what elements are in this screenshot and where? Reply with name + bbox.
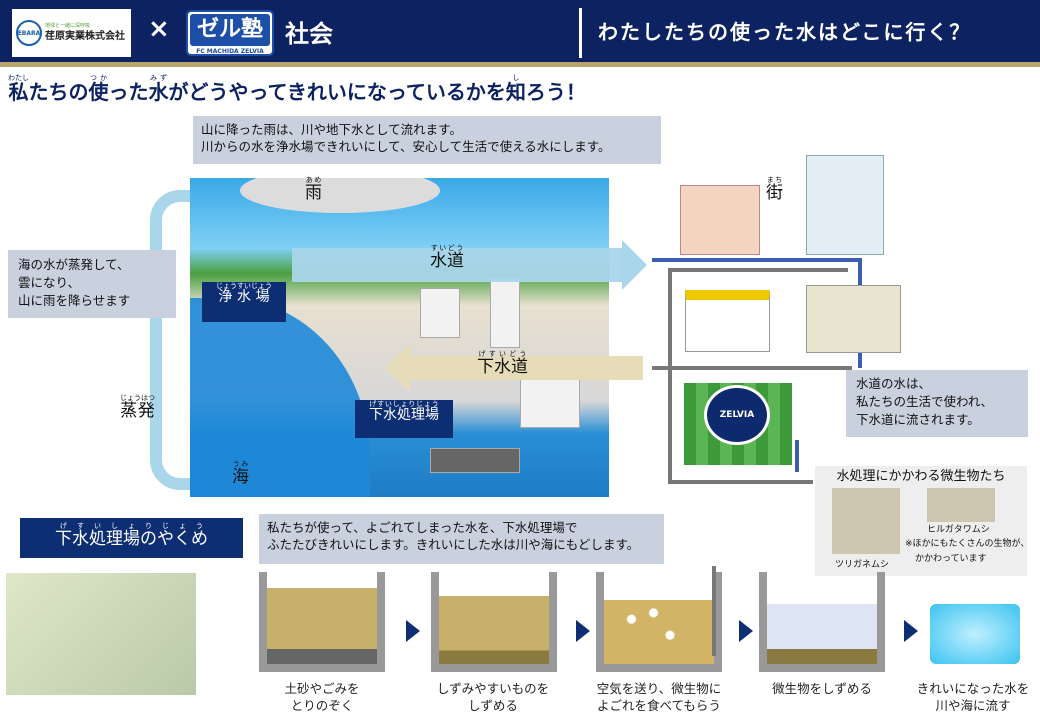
collab-x: ×: [148, 14, 170, 44]
vorticella-photo: [832, 488, 900, 554]
header-separator: [579, 8, 582, 58]
rotifer-photo: [927, 488, 995, 522]
water-cycle-illustration: [190, 178, 609, 497]
rotifer-caption: ヒルガタワムシ: [927, 525, 990, 535]
step-label-5: きれいになった水を川や海に流す: [916, 681, 1030, 713]
tank-step-3-aeration: [596, 572, 722, 672]
vorticella-caption: ツリガネムシ: [835, 560, 890, 570]
sewage-plant-illustration: [6, 573, 196, 695]
water-pipe: [795, 440, 799, 472]
evaporation-label: 蒸発じょうはつ: [120, 394, 155, 421]
tank-step-2: [431, 572, 557, 672]
water-supply-arrowhead: [622, 240, 647, 290]
ebara-tagline: 地球と一緒に深呼吸: [45, 23, 91, 29]
house-illustration: [680, 185, 760, 255]
evaporation-note: 海の水が蒸発して、雲になり、山に雨を降らせます: [8, 250, 176, 318]
sewer-pipe: [668, 268, 848, 272]
page-title: わたしたちの使った水はどこに行く？: [598, 20, 972, 44]
step-label-1: 土砂やごみをとりのぞく: [284, 681, 360, 713]
water-pipe: [652, 258, 862, 262]
sewer-pipe: [668, 268, 672, 483]
school-illustration: [806, 285, 901, 353]
step-label-4: 微生物をしずめる: [772, 681, 872, 696]
sewer-pipe: [652, 366, 852, 370]
rain-label: 雨あめ: [305, 176, 322, 203]
city-building: [520, 378, 580, 428]
sewage-plant-label: 下水処理場げすいしょりじょう: [355, 400, 453, 438]
cloud-icon: [240, 178, 440, 213]
tank-step-4: [759, 572, 885, 672]
step-arrow-icon: [406, 620, 420, 642]
header-divider: [0, 62, 1040, 67]
town-label: 街まち: [766, 176, 783, 203]
store-illustration: [685, 290, 770, 352]
microorganism-note: ※ほかにもたくさんの生物が、: [905, 539, 1030, 549]
lesson-subtitle: 私わたしたちの使つかった水みずがどうやってきれいになっているかを知しろう！: [8, 74, 586, 104]
ebara-name: 荏原実業株式会社: [45, 31, 125, 42]
zelvia-logo-sub: FC MACHIDA ZELVIA: [196, 48, 264, 55]
river: [190, 298, 370, 497]
tank-step-1: [259, 572, 385, 672]
water-purification-plant-label: 浄水場じょうすいじょう: [202, 282, 286, 322]
info-top-box: 山に降った雨は、川や地下水として流れます。川からの水を浄水場できれいにして、安心…: [193, 116, 661, 164]
microorganism-title: 水処理にかかわる微生物たち: [836, 469, 1006, 484]
sewer-pipe: [668, 480, 813, 484]
clean-water-illustration: [930, 604, 1020, 664]
sewer-label: 下水道げすいどう: [477, 350, 528, 377]
cargo-ship: [430, 448, 520, 473]
air-pipe: [712, 566, 716, 656]
step-arrow-icon: [739, 620, 753, 642]
city-building: [420, 288, 460, 338]
sewer-arrowhead: [385, 344, 410, 392]
step-arrow-icon: [576, 620, 590, 642]
city-building: [490, 278, 520, 348]
water-supply-arrow: [292, 248, 622, 282]
zelvia-logo-text: ゼル塾: [190, 14, 270, 46]
office-building-illustration: [806, 155, 884, 255]
header-bar: [0, 0, 1040, 62]
ebara-mark-icon: EBARA: [16, 20, 42, 46]
water-supply-label: 水道すいどう: [430, 244, 464, 271]
ebara-logo: EBARA 地球と一緒に深呼吸荏原実業株式会社: [12, 9, 131, 57]
evaporation-arrow: [150, 190, 194, 490]
step-label-3: 空気を送り、微生物によごれを食べてもらう: [596, 681, 722, 713]
microorganism-panel: 水処理にかかわる微生物たち ツリガネムシ ヒルガタワムシ ※ほかにもたくさんの生…: [815, 466, 1030, 576]
usage-note: 水道の水は、私たちの生活で使われ、下水道に流されます。: [846, 370, 1028, 437]
zelvia-logo: ゼル塾 FC MACHIDA ZELVIA: [186, 10, 274, 56]
sewage-plant-role-title: 下水処理場のやくめげすいしょりじょう: [20, 518, 243, 558]
step-label-2: しずみやすいものをしずめる: [436, 681, 550, 713]
zelvia-emblem: ZELVIA: [704, 385, 770, 445]
microorganism-note-2: かかわっています: [915, 554, 987, 564]
step-arrow-icon: [904, 620, 918, 642]
info-bottom-box: 私たちが使って、よごれてしまった水を、下水処理場でふたたびきれいにします。きれい…: [259, 514, 664, 564]
subject-label: 社会: [285, 20, 333, 48]
sea-label: 海うみ: [232, 460, 249, 487]
sewer-arrow: [410, 356, 643, 380]
